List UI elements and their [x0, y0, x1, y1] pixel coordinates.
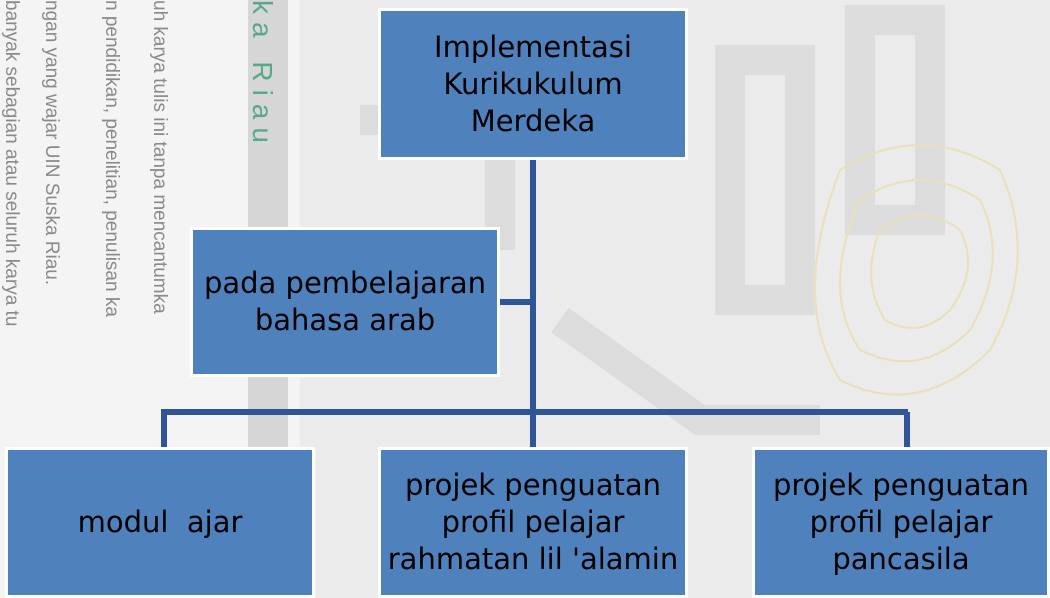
- node-p5-pancasila-line: projek penguatan: [772, 468, 1030, 502]
- watermark-line: n pendidikan, penelitian, penulisan ka: [101, 0, 122, 317]
- node-p5-rahmatan: projek penguatan profil pelajar rahmatan…: [378, 447, 688, 598]
- watermark-line: uh karya tulis ini tanpa mencantumka: [149, 0, 170, 314]
- node-p5-pancasila-line: profil pelajar: [809, 505, 993, 539]
- node-p5-pancasila-line: pancasila: [832, 542, 970, 576]
- node-p5-rahmatan-line: projek penguatan: [404, 468, 662, 502]
- node-modul-ajar: modul ajar: [5, 447, 315, 598]
- watermark-line: ngan yang wajar UIN Suska Riau.: [41, 0, 62, 286]
- node-root-line: Implementasi: [434, 29, 632, 64]
- watermark-brand: ka Riau: [247, 0, 278, 151]
- node-p5-rahmatan-line: rahmatan lil 'alamin: [387, 542, 679, 576]
- node-p5-rahmatan-line: profil pelajar: [441, 505, 625, 539]
- node-root-line: Kurikukulum: [443, 66, 623, 101]
- node-context: pada pembelajaran bahasa arab: [190, 227, 500, 377]
- watermark-line: banyak sebagian atau seluruh karya tu: [1, 0, 22, 327]
- node-p5-pancasila: projek penguatan profil pelajar pancasil…: [752, 447, 1050, 598]
- node-context-line: bahasa arab: [254, 303, 436, 337]
- watermark-text: banyak sebagian atau seluruh karya tu ng…: [0, 0, 180, 598]
- node-root-line: Merdeka: [470, 103, 596, 138]
- node-modul-ajar-line: modul ajar: [77, 505, 243, 539]
- node-root: Implementasi Kurikukulum Merdeka: [378, 8, 688, 160]
- node-context-line: pada pembelajaran: [203, 266, 487, 300]
